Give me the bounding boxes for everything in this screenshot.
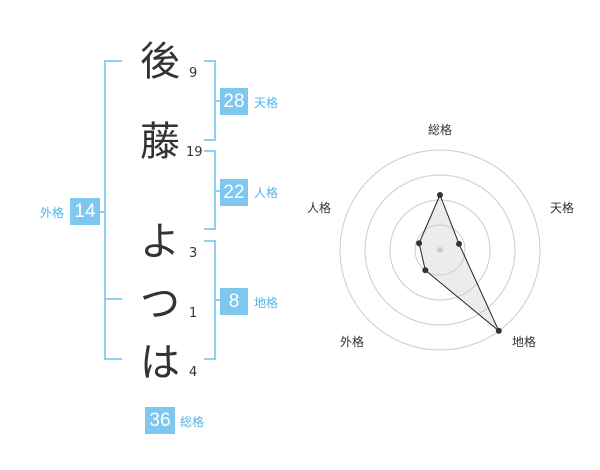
gaikaku-tick [98,211,106,213]
stroke-count-3: 3 [189,246,198,261]
radar-point-3 [495,327,502,334]
name-char-5: は [140,340,180,386]
gaikaku-inner-tick [104,298,122,300]
radar-chart: 総格 天格 地格 外格 人格 [307,122,574,351]
radar-point-2 [456,240,463,247]
jinkaku-label: 人格 [254,186,279,200]
radar-label-chikaku: 地格 [512,334,536,349]
radar-label-jinkaku: 人格 [307,200,331,215]
tenkaku-value: 28 [220,88,248,115]
name-char-3: よ [140,219,180,265]
gaikaku-label: 外格 [40,206,65,220]
soukaku-value: 36 [145,407,175,434]
radar-center-dot [437,247,443,253]
stroke-count-1: 9 [189,66,198,81]
name-char-1: 後 [140,39,180,85]
radar-ring-4 [339,149,541,351]
chikaku-label: 地格 [254,296,279,310]
soukaku-label: 総格 [180,415,205,429]
radar-label-tenkaku: 天格 [550,200,574,215]
radar-polygon [418,193,500,332]
radar-point-5 [416,240,423,247]
chikaku-tick [214,299,222,301]
radar-ring-1 [414,224,466,276]
stroke-count-5: 4 [189,365,198,380]
jinkaku-value: 22 [220,179,248,206]
gaikaku-bracket [104,60,122,360]
name-char-4: つ [140,281,180,327]
tenkaku-label: 天格 [254,96,279,110]
gaikaku-value: 14 [70,198,100,225]
chikaku-value: 8 [220,288,248,315]
radar-point-4 [422,267,429,274]
radar-ring-3 [364,174,516,326]
stroke-count-2: 19 [186,145,203,160]
radar-label-soukaku: 総格 [428,122,452,137]
radar-ring-2 [389,199,491,301]
stroke-count-4: 1 [189,306,198,321]
name-char-2: 藤 [140,119,180,165]
radar-point-1 [437,192,443,198]
radar-label-gaikaku: 外格 [340,334,364,349]
tenkaku-tick [214,100,222,102]
jinkaku-tick [214,190,222,192]
